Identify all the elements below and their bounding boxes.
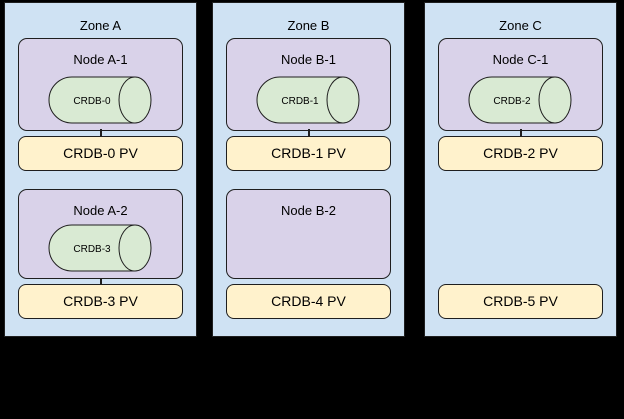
database-cylinder-icon: CRDB-2 <box>468 76 572 124</box>
node-label: Node B-2 <box>281 203 336 218</box>
pv-crdb-4: CRDB-4 PV <box>226 284 391 319</box>
node-c1: Node C-1 CRDB-2 <box>438 38 603 131</box>
zone-title: Zone B <box>287 18 330 33</box>
pv-crdb-5: CRDB-5 PV <box>438 284 603 319</box>
zone-a: Zone A Node A-1 CRDB-0 CRDB-0 PV Node A-… <box>4 2 197 337</box>
cylinder-label: CRDB-0 <box>73 96 111 107</box>
connector-line <box>100 129 102 136</box>
node-label: Node C-1 <box>492 52 549 67</box>
node-label: Node B-1 <box>281 52 336 67</box>
connector-line <box>100 278 102 284</box>
pv-crdb-1: CRDB-1 PV <box>226 136 391 171</box>
pv-crdb-3: CRDB-3 PV <box>18 284 183 319</box>
node-a1: Node A-1 CRDB-0 <box>18 38 183 131</box>
cylinder-label: CRDB-1 <box>281 96 319 107</box>
cylinder-label: CRDB-3 <box>73 244 111 255</box>
database-cylinder-icon: CRDB-0 <box>48 76 152 124</box>
node-label: Node A-2 <box>73 203 128 218</box>
connector-line <box>308 129 310 136</box>
zone-title: Zone A <box>79 18 122 33</box>
zone-title: Zone C <box>499 18 542 33</box>
node-b2: Node B-2 <box>226 189 391 279</box>
pv-crdb-2: CRDB-2 PV <box>438 136 603 171</box>
database-cylinder-icon: CRDB-3 <box>48 224 152 272</box>
node-b1: Node B-1 CRDB-1 <box>226 38 391 131</box>
database-cylinder-icon: CRDB-1 <box>256 76 360 124</box>
zone-c: Zone C Node C-1 CRDB-2 CRDB-2 PV CRDB-5 … <box>424 2 617 337</box>
cylinder-label: CRDB-2 <box>493 96 531 107</box>
pv-crdb-0: CRDB-0 PV <box>18 136 183 171</box>
connector-line <box>520 129 522 136</box>
node-a2: Node A-2 CRDB-3 <box>18 189 183 279</box>
node-label: Node A-1 <box>73 52 128 67</box>
zone-b: Zone B Node B-1 CRDB-1 CRDB-1 PV Node B-… <box>212 2 405 337</box>
